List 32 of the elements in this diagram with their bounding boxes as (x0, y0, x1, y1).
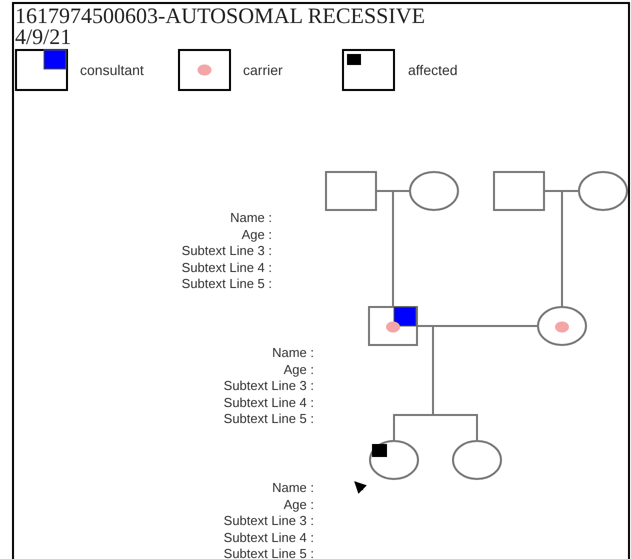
info-text: Age : (282, 496, 314, 513)
legend-text: affected (408, 62, 458, 78)
info-text: Subtext Line 5 : (224, 546, 314, 559)
info-text: Name : (271, 480, 314, 496)
pedigree-title: 1617974500603-AUTOSOMAL RECESSIVE (15, 6, 426, 26)
male-square (368, 306, 418, 346)
male-square (493, 171, 545, 211)
info-text: Subtext Line 5 : (224, 411, 314, 428)
legend-text: carrier (243, 62, 283, 78)
pedigree-line (392, 190, 409, 306)
male-square (325, 171, 377, 211)
info-text: Subtext Line 4 : (182, 260, 272, 276)
female-circle (537, 306, 587, 346)
pedigree-line (561, 190, 578, 306)
info-text: Subtext Line 5 : (182, 276, 272, 292)
female-circle (409, 171, 459, 211)
info-text: Subtext Line 4 : (224, 394, 314, 411)
date-label: 4/9/21 (15, 27, 72, 47)
info-text: Subtext Line 3 : (182, 243, 272, 260)
female-circle (578, 171, 628, 211)
info-text: Subtext Line 3 : (224, 378, 314, 394)
pedigree-line (432, 325, 537, 440)
info-text: Age : (240, 226, 272, 243)
female-circle (452, 440, 502, 480)
proband-arrow (354, 481, 367, 494)
info-text: Subtext Line 3 : (224, 513, 314, 530)
legend-text: consultant (80, 62, 144, 78)
info-text: Name : (271, 345, 314, 362)
info-text: Subtext Line 4 : (224, 530, 314, 546)
info-text: Name : (229, 210, 272, 226)
info-text: Age : (282, 362, 314, 378)
female-circle (369, 440, 419, 480)
